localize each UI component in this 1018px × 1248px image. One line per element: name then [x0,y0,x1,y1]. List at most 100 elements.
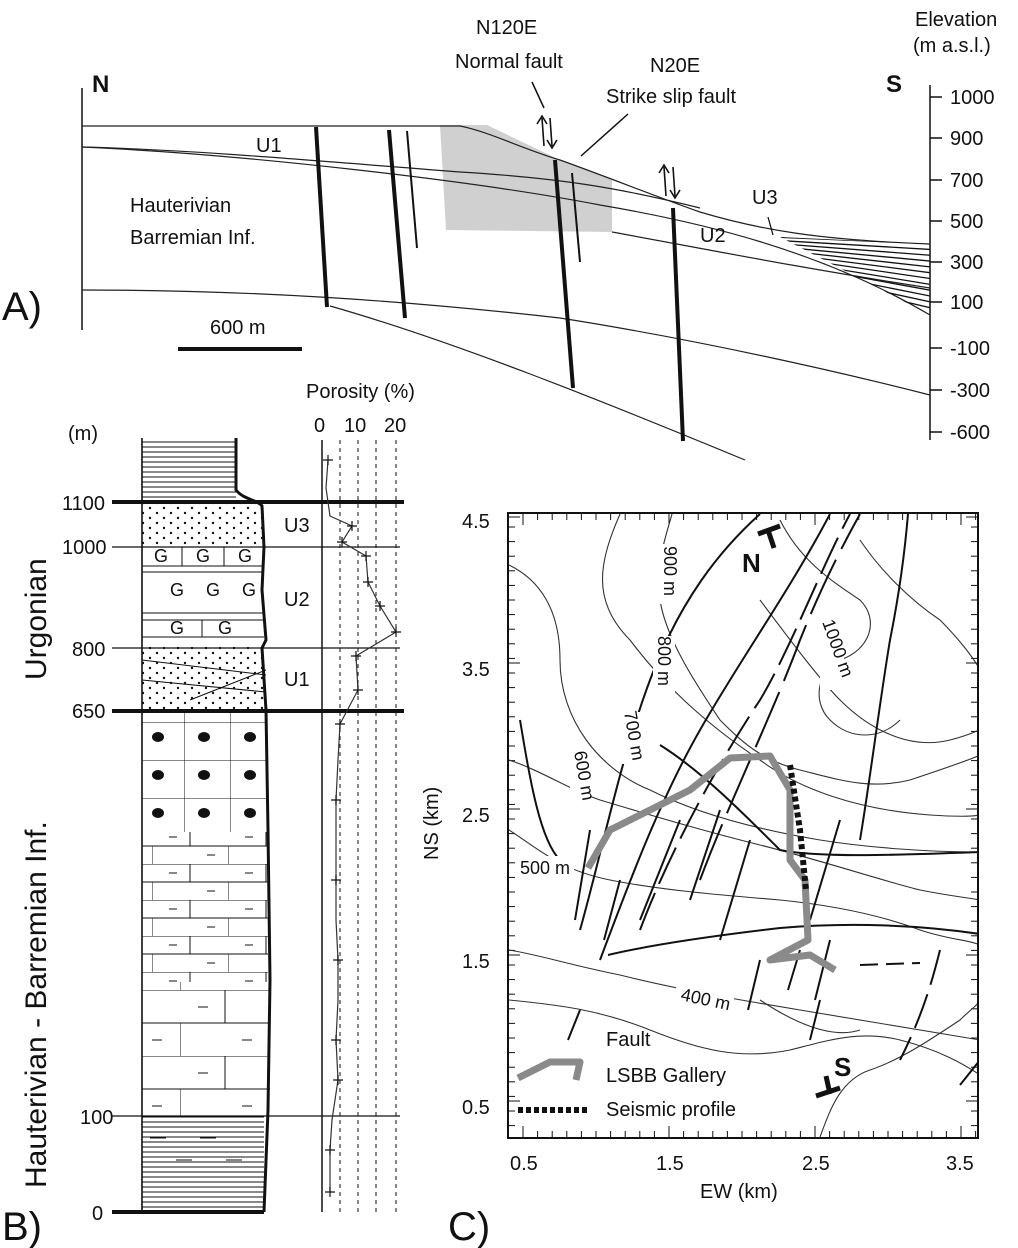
rudist-glyph: G [170,580,184,600]
deep-boundary [329,305,746,461]
fault-line [519,719,561,861]
legend-fault-label: Fault [606,1029,651,1051]
faults-cross-section [314,126,685,442]
ew-tick-label: 1.5 [656,1153,684,1175]
marl-base-beds [150,1137,242,1161]
fault2-label-1: N20E [650,55,700,77]
fault-line [387,129,407,319]
weathering-profile [234,438,272,1213]
u3-hatched-wedge [780,237,930,311]
massive-limestone [142,982,270,1116]
fault1-label-1: N120E [476,17,537,39]
u1-base-boundary [81,146,701,209]
unit-u3-label: U3 [284,515,310,537]
ns-tick-label: 3.5 [462,659,490,681]
fault-line [747,959,761,1011]
fault-line [659,744,977,857]
fault-line [689,809,721,901]
fault-line [639,819,681,921]
rudist-glyph: G [170,618,184,638]
fault-line [859,962,921,966]
porosity-title: Porosity (%) [306,381,415,403]
cross-section-layers [81,125,931,461]
porosity-tick-label: 10 [344,415,366,437]
topographic-surface [82,125,931,245]
porosity-samples [323,455,401,1197]
contour-label: 800 m [654,636,674,686]
fault-line [671,207,685,442]
u2-beds [142,547,264,638]
u1-cross-bedded [142,647,266,710]
fault2-label-2: Strike slip fault [606,86,736,108]
fault-line [603,879,621,941]
map-frame [507,512,979,1139]
south-label: S [886,71,902,98]
legend-fault-symbol [567,1009,581,1041]
rudist-glyph: G [218,618,232,638]
marl-base [142,1116,264,1211]
displacement-arrows-2 [658,163,681,200]
depth-tick-label: 1000 [62,537,107,559]
u2-base-boundary [81,146,931,316]
porosity-tick-label: 20 [384,415,406,437]
profile-north-label: N [742,548,761,578]
fault-line [859,514,909,841]
u3-sandy-limestone [142,502,262,547]
u3-leader [767,216,774,236]
depth-tick-label: 0 [92,1203,103,1225]
profile-south-label: S [834,1052,851,1082]
displacement-arrows-1 [536,114,558,150]
fault1-leader [531,81,545,109]
ns-tick-label: 1.5 [462,951,490,973]
lsbb-gallery [584,752,837,974]
map-legend: Fault LSBB Gallery Seismic profile [516,1009,736,1121]
fault-line [607,923,977,956]
ew-axis-label: EW (km) [700,1181,778,1203]
marly-limestone [142,832,268,982]
fault-line [574,829,591,921]
fault-line [719,839,751,941]
fault-line [406,130,418,249]
porosity-log: Porosity (%) 0 10 20 [306,381,415,1212]
legend-gallery-label: LSBB Gallery [606,1065,726,1087]
formation-label-2: Barremian Inf. [130,227,256,249]
elevation-axis: Elevation (m a.s.l.) 1000 900 700 500 30… [913,9,997,444]
legend-gallery-symbol [516,1058,584,1082]
profile-south-marker: S [815,1052,851,1099]
fault2-leader [580,113,629,157]
cherty-limestone [142,712,266,832]
ns-axis-label: NS (km) [421,787,443,860]
panel-a-label: A) [2,285,42,329]
contour-label: 900 m [660,546,680,596]
rudist-glyph: G [242,580,256,600]
unit-u3-label: U3 [752,187,778,209]
unit-u1-label: U1 [284,669,310,691]
panel-b-label: B) [2,1205,42,1248]
legend-seismic-label: Seismic profile [606,1099,736,1121]
porosity-curve [325,459,397,1192]
panel-c-label: C) [448,1205,490,1248]
unit-u1-label: U1 [256,135,282,157]
u2-rudist-limestone [142,547,264,647]
fault1-label-2: Normal fault [455,51,563,73]
elevation-tick-label: -300 [950,380,990,402]
scale-bar-label: 600 m [210,317,266,339]
rudist-glyph: G [154,546,168,566]
fault-line [809,819,841,921]
hauterivian-label: Hauterivian - Barremian Inf. [20,821,53,1188]
elevation-title-2: (m a.s.l.) [913,35,991,57]
ns-tick-label: 4.5 [462,511,490,533]
elevation-tick-label: 300 [950,252,983,274]
depth-tick-label: 1100 [62,493,105,515]
ew-tick-label: 2.5 [802,1153,830,1175]
lithology-column: G G G G G G G G [141,438,272,1213]
depth-tick-label: 800 [72,639,105,661]
map-minor-ticks [508,513,978,1138]
panel-b: B) (m) G G G G G G G G [2,381,415,1248]
normal-fault-n120e [553,159,575,389]
urgonian-label: Urgonian [20,558,53,680]
shale-top [142,438,236,502]
fault-line [699,514,861,881]
fault-line [959,1062,977,1086]
